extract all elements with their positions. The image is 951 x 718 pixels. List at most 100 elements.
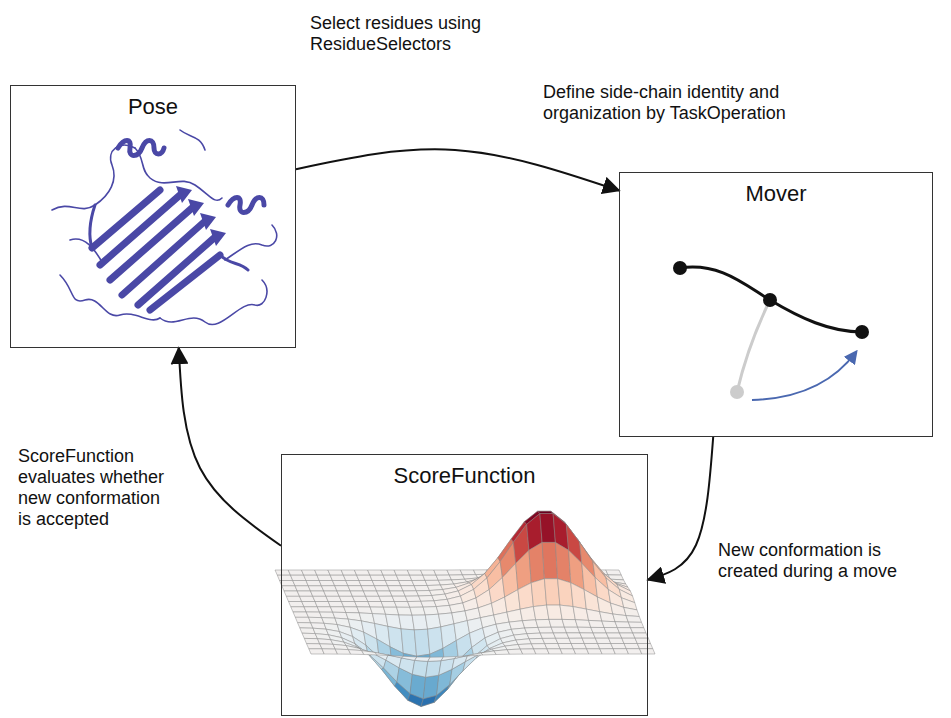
mesh-cell [637, 644, 653, 649]
mesh-cell [547, 649, 563, 654]
mesh-cell [374, 586, 389, 591]
mesh-cell [520, 649, 536, 654]
mesh-cell [410, 674, 426, 698]
mesh-cell [606, 633, 622, 638]
mesh-cell [538, 511, 554, 513]
mesh-cell [527, 633, 543, 639]
mesh-cell [447, 570, 463, 575]
mesh-cell [549, 619, 565, 627]
mesh-cell [586, 609, 602, 621]
mesh-cell [587, 649, 603, 654]
mesh-cell [556, 638, 572, 643]
mesh-cell [505, 590, 521, 613]
mesh-cell [558, 644, 574, 649]
mesh-cell [298, 623, 314, 629]
mesh-cell [540, 514, 556, 543]
energy-surface [275, 511, 655, 706]
mesh-cell [518, 583, 534, 609]
mover-sketch [673, 261, 869, 400]
mesh-cell [295, 586, 311, 591]
mesh-cell [584, 590, 600, 612]
mesh-cell [617, 628, 633, 633]
mesh-cell [423, 575, 439, 580]
mesh-cell [383, 575, 399, 580]
mesh-cell [319, 581, 335, 586]
mesh-cell [397, 607, 413, 615]
edge-label: Define side-chain identity and organizat… [541, 82, 845, 124]
mesh-cell [399, 615, 415, 630]
protein-ribbon [52, 130, 277, 325]
mesh-cell [529, 638, 545, 643]
mesh-cell [545, 644, 560, 649]
mesh-cell [302, 602, 318, 607]
mesh-cell [460, 570, 476, 575]
edge-label: New conformation is created during a mov… [716, 540, 945, 582]
mesh-cell [591, 627, 607, 633]
mesh-cell [412, 615, 428, 630]
mesh-cell [551, 627, 567, 633]
mesh-cell [578, 627, 594, 633]
mesh-cell [330, 607, 346, 613]
mesh-cell [606, 570, 622, 575]
mesh-cell [288, 570, 304, 575]
mesh-cell [571, 583, 587, 609]
mesh-cell [573, 607, 589, 621]
mesh-cell [534, 649, 550, 654]
mesh-cell [357, 575, 373, 580]
edge-label: ScoreFunction evaluates whether new conf… [16, 446, 170, 530]
mesh-cell [390, 591, 406, 596]
mesh-cell [300, 596, 316, 601]
mesh-cell [289, 602, 305, 607]
mesh-cell [415, 657, 431, 661]
mesh-cell [295, 617, 310, 623]
mesh-cell [350, 591, 365, 596]
mesh-cell [613, 649, 628, 654]
mesh-cell [434, 570, 450, 575]
mesh-cell [604, 628, 619, 634]
mesh-cell [368, 570, 384, 575]
mesh-cell [362, 651, 378, 655]
mesh-cell [372, 581, 388, 586]
mesh-cell [341, 602, 357, 607]
mesh-cell [354, 570, 370, 575]
mesh-cell [544, 579, 560, 605]
mesh-cell [399, 658, 415, 674]
mesh-cell [407, 570, 423, 575]
mesh-cell [611, 644, 627, 649]
mesh-cell [359, 581, 375, 586]
mesh-cell [379, 596, 394, 601]
mesh-cell [492, 597, 507, 615]
mesh-cell [525, 627, 541, 633]
mesh-cell [609, 638, 624, 643]
mesh-cell [304, 638, 319, 643]
mesh-cell [516, 550, 532, 589]
mesh-cell [308, 586, 324, 591]
mesh-cell [633, 633, 649, 638]
mesh-cell [410, 607, 426, 615]
mesh-cell [320, 612, 335, 618]
mesh-cell [635, 638, 651, 643]
mesh-cell [624, 607, 640, 616]
mesh-cell [381, 602, 397, 608]
mesh-cell [481, 651, 496, 655]
mesh-cell [553, 633, 569, 638]
box-title: Mover [620, 181, 932, 207]
mesh-cell [328, 570, 344, 575]
mesh-cell [401, 656, 416, 660]
mesh-cell [355, 602, 370, 608]
mesh-cell [324, 591, 340, 596]
mesh-cell [332, 581, 348, 586]
mesh-cell [317, 607, 333, 612]
mesh-cell [337, 591, 353, 596]
flow-arrow [179, 348, 281, 546]
mesh-cell [403, 591, 419, 596]
mesh-cell [357, 607, 373, 614]
mesh-cell [408, 601, 424, 607]
mesh-cell [425, 580, 441, 585]
mesh-cell [284, 591, 300, 596]
mesh-cell [348, 586, 364, 591]
mesh-cell [505, 645, 520, 650]
mesh-cell [405, 596, 421, 602]
mesh-cell [419, 596, 434, 602]
mesh-cell [311, 591, 326, 596]
